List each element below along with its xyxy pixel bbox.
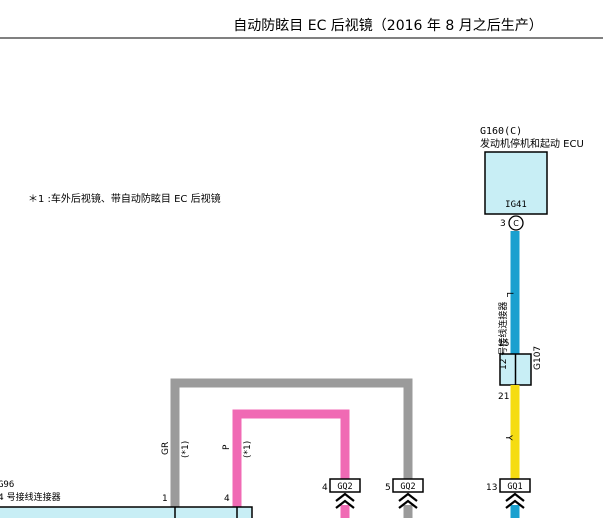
ecu-terminal-label: IG41 bbox=[505, 200, 527, 210]
junction-chevron-icon bbox=[398, 499, 418, 509]
g107-code: G107 bbox=[533, 346, 543, 370]
junction-pin: 5 bbox=[385, 483, 391, 493]
junction-label: GQ1 bbox=[507, 482, 522, 492]
junction-chevron-icon bbox=[335, 499, 355, 509]
wire-p-note: (*1) bbox=[243, 441, 253, 458]
g107-pin-bottom: 21 bbox=[498, 392, 509, 402]
wire-y-code: Y bbox=[503, 434, 513, 441]
g107-pin-top: 15 bbox=[498, 339, 509, 349]
wire-l-code: L bbox=[504, 292, 514, 297]
ecu-pin-letter: C bbox=[513, 219, 519, 228]
junction-pin: 13 bbox=[486, 483, 497, 493]
ecu-name: 发动机停机和起动 ECU bbox=[480, 137, 584, 150]
junction-gq2-pink: 4 GQ2 bbox=[322, 478, 361, 518]
g96-name: 4 号接线连接器 bbox=[0, 491, 61, 503]
junction-box bbox=[329, 478, 361, 493]
wire-gr-code: GR bbox=[161, 442, 171, 455]
junction-label: GQ2 bbox=[337, 482, 352, 492]
wire-gray-gr bbox=[170, 378, 413, 508]
g96-pin-gr: 1 bbox=[162, 494, 168, 504]
junction-chevron-icon bbox=[505, 499, 525, 509]
junction-box bbox=[392, 478, 424, 493]
footnote: ＊1 :车外后视镜、带自动防眩目 EC 后视镜 bbox=[28, 192, 221, 205]
junction-chevron-icon bbox=[398, 492, 418, 502]
junction-label: GQ2 bbox=[400, 482, 415, 492]
g96-box bbox=[0, 506, 253, 518]
junction-pin: 4 bbox=[322, 483, 328, 493]
g107-name: 12 号接线连接器 bbox=[497, 302, 509, 370]
junction-chevron-icon bbox=[505, 492, 525, 502]
junction-box bbox=[499, 478, 531, 493]
junction-gq2-gray: 5 GQ2 bbox=[385, 478, 424, 518]
ecu-code: G160(C) bbox=[480, 126, 522, 137]
g96-code: G96 bbox=[0, 480, 14, 490]
wire-gr-note: (*1) bbox=[181, 441, 191, 458]
ecu-box bbox=[484, 151, 548, 215]
wire-p-code: P bbox=[222, 444, 232, 450]
junction-chevron-icon bbox=[335, 492, 355, 502]
g96-pin-p: 4 bbox=[224, 494, 230, 504]
ecu-pin-circle bbox=[508, 215, 524, 231]
wire-pink-p bbox=[232, 409, 350, 508]
junction-gq1-yellow: 13 GQ1 bbox=[486, 478, 531, 518]
page-title: 自动防眩目 EC 后视镜（2016 年 8 月之后生产） bbox=[233, 18, 542, 34]
ecu-pin-number: 3 bbox=[500, 219, 506, 229]
